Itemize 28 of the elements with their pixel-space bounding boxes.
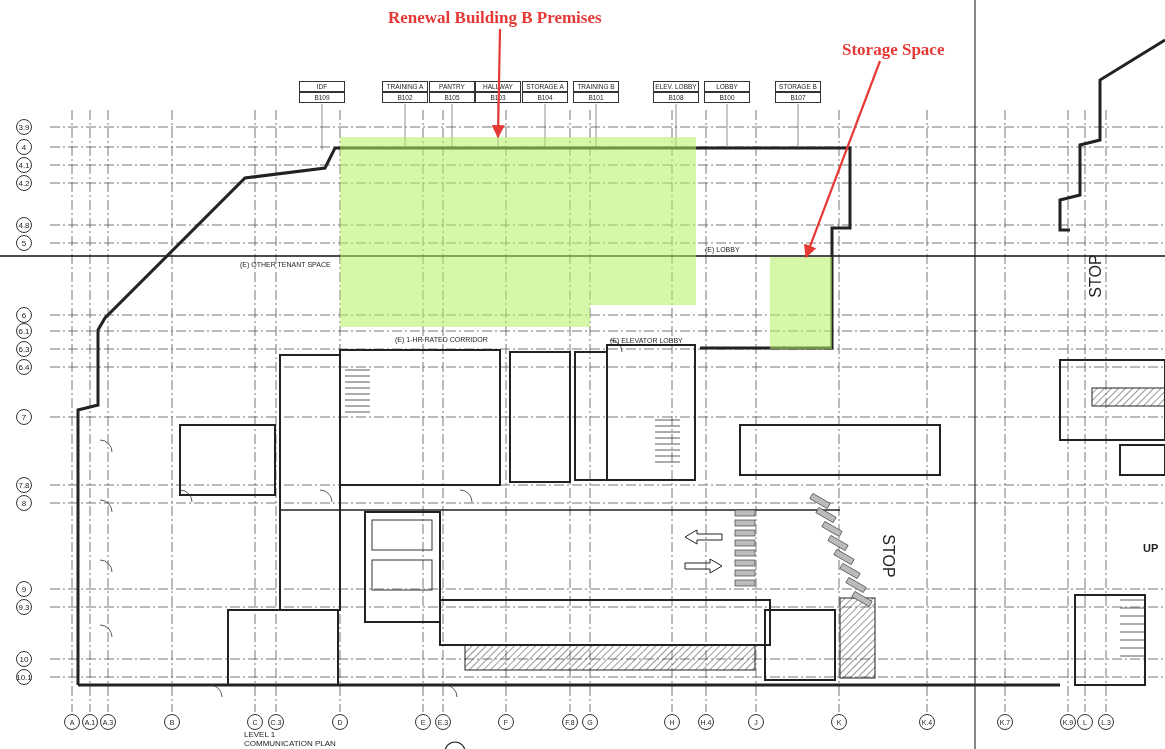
grid-bubble: 5 [16,235,32,251]
plan-title: LEVEL 1 [244,731,276,739]
ramp-label: UP [1143,543,1159,554]
highlighted-area [340,137,696,327]
pavement-text: STOP [879,534,896,578]
plan-title: COMMUNICATION PLAN [244,740,336,748]
leader-arrow [491,29,505,139]
pavement-text: STOP [1087,254,1104,298]
grid-bubble: 6.4 [16,359,32,375]
callout-text: Renewal Building B Premises [388,8,602,28]
grid-bubble: 4 [16,139,32,155]
grid-bubble: 8 [16,495,32,511]
grid-bubble: 4.2 [16,175,32,191]
grid-bubble: 6.3 [16,341,32,357]
grid-bubble: 9.3 [16,599,32,615]
grid-bubble: 6.1 [16,323,32,339]
callout-text: Storage Space [842,40,945,60]
leader-arrow [804,60,882,259]
grid-bubble: 6 [16,307,32,323]
grid-bubble: 3.9 [16,119,32,135]
grid-bubble: 7 [16,409,32,425]
grid-bubble: 4.1 [16,157,32,173]
grid-bubble: 4.8 [16,217,32,233]
highlighted-area [770,257,832,349]
grid-bubble: 9 [16,581,32,597]
grid-bubble: 10.1 [16,669,32,685]
grid-bubble: 7.8 [16,477,32,493]
grid-bubble: 10 [16,651,32,667]
